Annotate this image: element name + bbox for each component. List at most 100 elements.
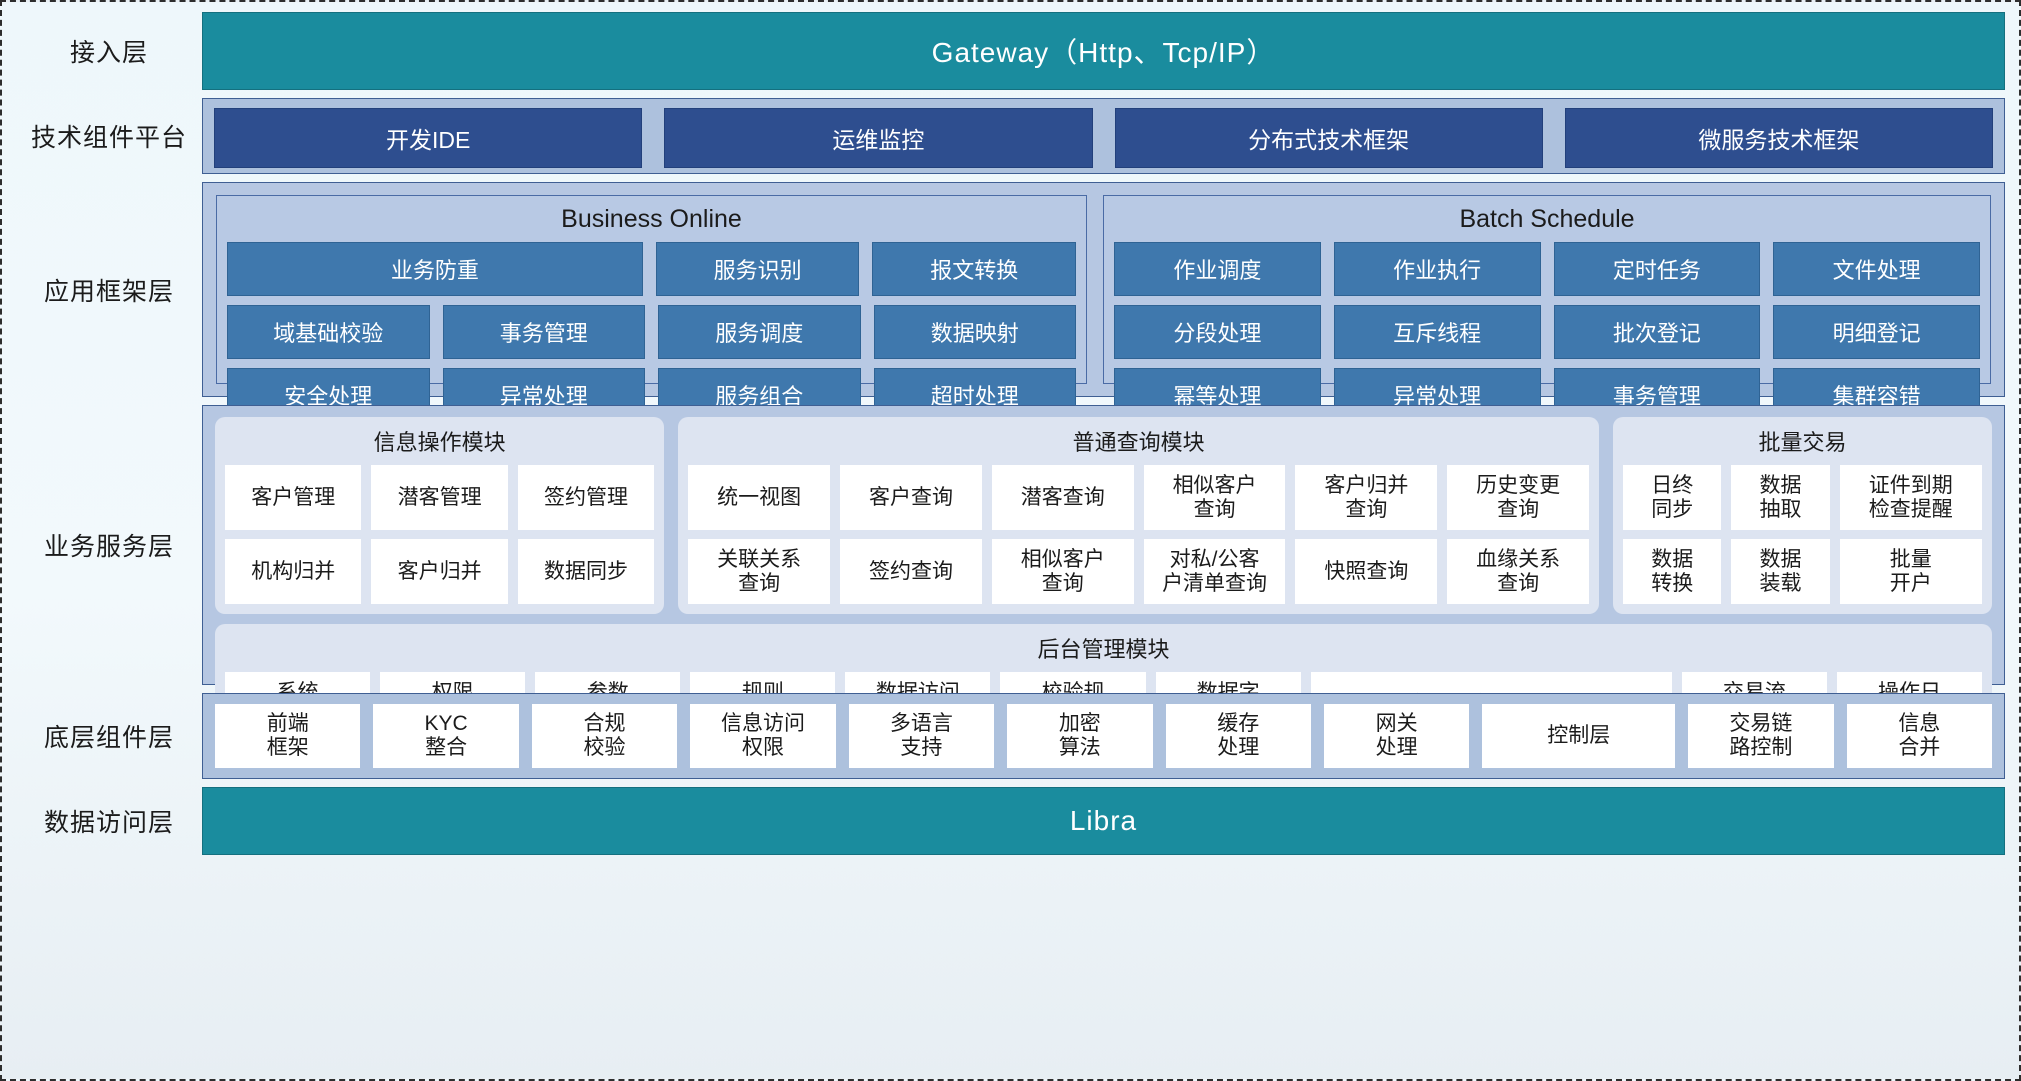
module-batch-transaction: 批量交易 日终 同步 数据 抽取 证件到期 检查提醒 数据 转换 数据 装载 批… [1613,417,1992,615]
chip-job-scheduling[interactable]: 作业调度 [1114,242,1321,296]
layer-label-access: 接入层 [69,39,148,67]
chip-compliance-validation[interactable]: 合规 校验 [531,704,678,768]
module-title-common-query: 普通查询模块 [1072,430,1205,455]
chip-similar-customer-query-1[interactable]: 相似客户 查询 [1143,465,1286,531]
layer-data-access: 数据访问层 Libra [16,787,2005,855]
layer-label-business-service: 业务服务层 [43,533,174,561]
chip-domain-base-validation[interactable]: 域基础校验 [227,305,430,359]
common-query-row-2: 关联关系 查询 签约查询 相似客户 查询 对私/公客 户清单查询 快照查询 血缘… [688,539,1590,605]
chip-customer-query[interactable]: 客户查询 [840,465,982,531]
libra-bar[interactable]: Libra [202,787,2005,855]
business-service-container: 信息操作模块 客户管理 潜客管理 签约管理 机构归并 客户归并 数据同步 [202,405,2005,748]
component-layer-row: 前端 框架 KYC 整合 合规 校验 信息访问 权限 多语言 支持 加密 算法 … [215,704,1993,768]
chip-segmented-processing[interactable]: 分段处理 [1114,305,1321,359]
module-title-info-operation: 信息操作模块 [373,430,506,455]
chip-lineage-relationship-query[interactable]: 血缘关系 查询 [1447,539,1590,605]
chip-frontend-framework[interactable]: 前端 框架 [215,704,361,768]
layer-body-app-framework: Business Online 业务防重 服务识别 报文转换 域基础校验 事务管… [202,182,2005,422]
chip-gateway-processing[interactable]: 网关 处理 [1323,704,1470,768]
layer-body-data-access: Libra [202,787,2005,855]
chip-institution-merge[interactable]: 机构归并 [225,539,362,605]
batch-schedule-grid: 作业调度 作业执行 定时任务 文件处理 分段处理 互斥线程 批次登记 明细登记 [1114,242,1981,422]
layer-body-business-service: 信息操作模块 客户管理 潜客管理 签约管理 机构归并 客户归并 数据同步 [202,405,2005,748]
chip-customer-merge[interactable]: 客户归并 [371,539,508,605]
chip-similar-customer-query-2[interactable]: 相似客户 查询 [991,539,1134,605]
chip-business-dedup[interactable]: 业务防重 [227,242,643,296]
chip-relationship-query[interactable]: 关联关系 查询 [688,539,831,605]
chip-file-processing[interactable]: 文件处理 [1773,242,1981,296]
info-operation-rows: 客户管理 潜客管理 签约管理 机构归并 客户归并 数据同步 [225,465,655,605]
layer-tech-platform: 技术组件平台 开发IDE 运维监控 分布式技术框架 微服务技术框架 [16,98,2005,174]
chip-prospect-query[interactable]: 潜客查询 [991,465,1134,531]
common-query-row-1: 统一视图 客户查询 潜客查询 相似客户 查询 客户归并 查询 历史变更 查询 [688,465,1590,531]
layer-component: 底层组件层 前端 框架 KYC 整合 合规 校验 信息访问 权限 多语言 支持 … [16,693,2005,779]
chip-kyc-integration[interactable]: KYC 整合 [373,704,519,768]
chip-message-transform[interactable]: 报文转换 [872,242,1076,296]
tech-chip-distributed-framework[interactable]: 分布式技术框架 [1114,108,1543,168]
batch-transaction-rows: 日终 同步 数据 抽取 证件到期 检查提醒 数据 转换 数据 装载 批量 开户 [1623,465,1982,605]
info-operation-row-2: 机构归并 客户归并 数据同步 [225,539,655,605]
chip-service-identify[interactable]: 服务识别 [655,242,860,296]
business-online-row-1: 业务防重 服务识别 报文转换 [227,242,1076,296]
chip-data-loading[interactable]: 数据 装载 [1731,539,1830,605]
chip-control-layer[interactable]: 控制层 [1482,704,1676,768]
batch-schedule-row-1: 作业调度 作业执行 定时任务 文件处理 [1114,242,1981,296]
chip-service-dispatch[interactable]: 服务调度 [658,305,861,359]
app-framework-container: Business Online 业务防重 服务识别 报文转换 域基础校验 事务管… [202,182,2005,422]
chip-contract-query[interactable]: 签约查询 [840,539,982,605]
business-online-row-2: 域基础校验 事务管理 服务调度 数据映射 [227,305,1076,359]
panel-business-online: Business Online 业务防重 服务识别 报文转换 域基础校验 事务管… [216,195,1088,422]
chip-unified-view[interactable]: 统一视图 [688,465,831,531]
chip-cache-processing[interactable]: 缓存 处理 [1165,704,1311,768]
business-online-grid: 业务防重 服务识别 报文转换 域基础校验 事务管理 服务调度 数据映射 安全处理 [227,242,1076,422]
chip-mutex-thread[interactable]: 互斥线程 [1333,305,1541,359]
gateway-bar[interactable]: Gateway（Http、Tcp/IP） [202,12,2005,90]
info-operation-row-1: 客户管理 潜客管理 签约管理 [225,465,655,531]
chip-prospect-management[interactable]: 潜客管理 [371,465,508,531]
chip-data-transformation[interactable]: 数据 转换 [1623,539,1722,605]
chip-data-sync[interactable]: 数据同步 [517,539,655,605]
layer-body-component: 前端 框架 KYC 整合 合规 校验 信息访问 权限 多语言 支持 加密 算法 … [202,693,2005,779]
chip-snapshot-query[interactable]: 快照查询 [1295,539,1438,605]
layer-access: 接入层 Gateway（Http、Tcp/IP） [16,12,2005,90]
chip-transaction-chain-control[interactable]: 交易链 路控制 [1688,704,1834,768]
panel-title-batch-schedule: Batch Schedule [1459,205,1635,233]
chip-information-merge[interactable]: 信息 合并 [1846,704,1993,768]
chip-end-of-day-sync[interactable]: 日终 同步 [1623,465,1722,531]
business-service-top-row: 信息操作模块 客户管理 潜客管理 签约管理 机构归并 客户归并 数据同步 [215,417,1992,615]
layer-body-access: Gateway（Http、Tcp/IP） [202,12,2005,90]
chip-private-corporate-customer-list-query[interactable]: 对私/公客 户清单查询 [1143,539,1286,605]
panel-batch-schedule: Batch Schedule 作业调度 作业执行 定时任务 文件处理 分段处理 … [1103,195,1991,422]
chip-document-expiry-reminder[interactable]: 证件到期 检查提醒 [1839,465,1982,531]
chip-customer-merge-query[interactable]: 客户归并 查询 [1295,465,1438,531]
chip-scheduled-task[interactable]: 定时任务 [1553,242,1761,296]
layer-business-service: 业务服务层 信息操作模块 客户管理 潜客管理 签约管理 [16,405,2005,748]
chip-job-execution[interactable]: 作业执行 [1333,242,1541,296]
chip-batch-account-opening[interactable]: 批量 开户 [1839,539,1982,605]
chip-contract-management[interactable]: 签约管理 [517,465,655,531]
chip-history-change-query[interactable]: 历史变更 查询 [1447,465,1590,531]
module-common-query: 普通查询模块 统一视图 客户查询 潜客查询 相似客户 查询 客户归并 查询 历史… [678,417,1600,615]
chip-customer-management[interactable]: 客户管理 [225,465,362,531]
chip-encryption-algorithm[interactable]: 加密 算法 [1007,704,1153,768]
chip-detail-registration[interactable]: 明细登记 [1773,305,1981,359]
module-title-batch-transaction: 批量交易 [1758,430,1847,455]
module-title-admin-management: 后台管理模块 [1037,637,1170,663]
chip-transaction-management-online[interactable]: 事务管理 [442,305,645,359]
chip-information-access-permission[interactable]: 信息访问 权限 [690,704,836,768]
tech-chip-ops-monitor[interactable]: 运维监控 [664,108,1093,168]
chip-data-extraction[interactable]: 数据 抽取 [1731,465,1830,531]
tech-chip-microservice-framework[interactable]: 微服务技术框架 [1564,108,1993,168]
module-info-operation: 信息操作模块 客户管理 潜客管理 签约管理 机构归并 客户归并 数据同步 [215,417,665,615]
tech-chip-ide[interactable]: 开发IDE [214,108,643,168]
batch-transaction-row-2: 数据 转换 数据 装载 批量 开户 [1623,539,1982,605]
common-query-rows: 统一视图 客户查询 潜客查询 相似客户 查询 客户归并 查询 历史变更 查询 关… [688,465,1590,605]
batch-transaction-row-1: 日终 同步 数据 抽取 证件到期 检查提醒 [1623,465,1982,531]
layer-app-framework: 应用框架层 Business Online 业务防重 服务识别 报文转换 域基础… [16,182,2005,422]
layer-label-tech-platform: 技术组件平台 [30,124,187,152]
chip-multilingual-support[interactable]: 多语言 支持 [848,704,995,768]
chip-data-mapping[interactable]: 数据映射 [873,305,1076,359]
chip-batch-registration[interactable]: 批次登记 [1553,305,1761,359]
layer-body-tech-platform: 开发IDE 运维监控 分布式技术框架 微服务技术框架 [202,98,2005,174]
